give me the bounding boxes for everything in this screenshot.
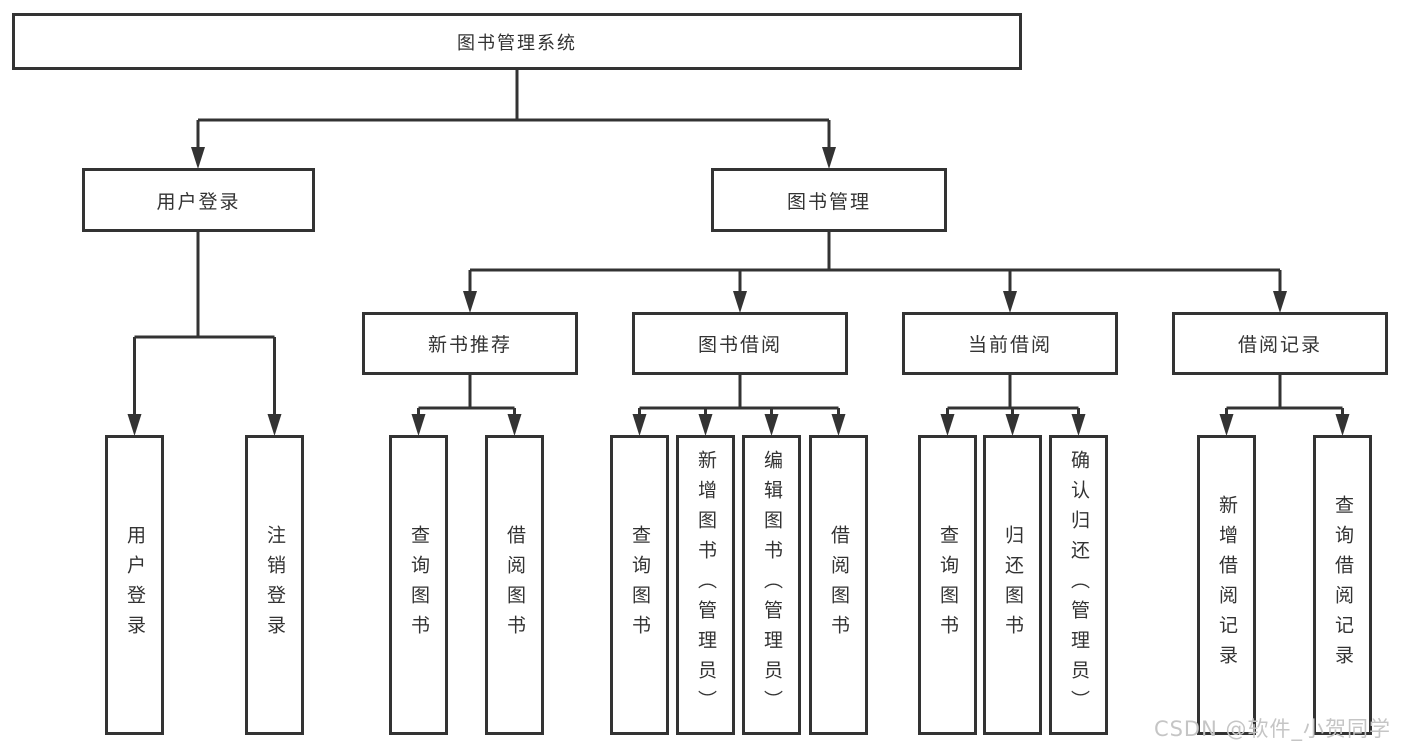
node-new-book-recommendation: 新书推荐 — [362, 312, 578, 375]
leaf-label: 借阅图书 — [504, 525, 526, 645]
leaf-query-borrow-record: 查询借阅记录 — [1313, 435, 1372, 735]
csdn-watermark: CSDN @软件_小贺同学 — [1153, 717, 1391, 741]
leaf-borrow-books: 借阅图书 — [809, 435, 868, 735]
leaf-label: 用户登录 — [124, 525, 146, 645]
leaf-query-books-borrowing: 查询图书 — [610, 435, 669, 735]
leaf-return-books: 归还图书 — [983, 435, 1042, 735]
node-borrowing-records: 借阅记录 — [1172, 312, 1388, 375]
leaf-add-books-admin: 新增图书（管理员） — [676, 435, 735, 735]
leaf-query-books-current: 查询图书 — [918, 435, 977, 735]
leaf-label: 确认归还（管理员） — [1068, 450, 1090, 720]
leaf-label: 查询图书 — [937, 525, 959, 645]
node-book-borrowing: 图书借阅 — [632, 312, 848, 375]
leaf-label: 查询图书 — [629, 525, 651, 645]
leaf-confirm-return-admin: 确认归还（管理员） — [1049, 435, 1108, 735]
leaf-logout: 注销登录 — [245, 435, 304, 735]
arrowhead-icons — [127, 147, 1350, 436]
node-book-management: 图书管理 — [711, 168, 947, 232]
node-user-login: 用户登录 — [82, 168, 315, 232]
leaf-query-books-recommend: 查询图书 — [389, 435, 448, 735]
leaf-user-login: 用户登录 — [105, 435, 164, 735]
leaf-label: 查询借阅记录 — [1332, 495, 1354, 675]
leaf-edit-books-admin: 编辑图书（管理员） — [742, 435, 801, 735]
leaf-borrow-books-recommend: 借阅图书 — [485, 435, 544, 735]
leaf-label: 注销登录 — [264, 525, 286, 645]
leaf-label: 归还图书 — [1002, 525, 1024, 645]
leaf-add-borrow-record: 新增借阅记录 — [1197, 435, 1256, 735]
leaf-label: 编辑图书（管理员） — [761, 450, 783, 720]
leaf-label: 新增借阅记录 — [1216, 495, 1238, 675]
leaf-label: 查询图书 — [408, 525, 430, 645]
node-current-borrowing: 当前借阅 — [902, 312, 1118, 375]
leaf-label: 借阅图书 — [828, 525, 850, 645]
leaf-label: 新增图书（管理员） — [695, 450, 717, 720]
node-library-management-system: 图书管理系统 — [12, 13, 1022, 70]
